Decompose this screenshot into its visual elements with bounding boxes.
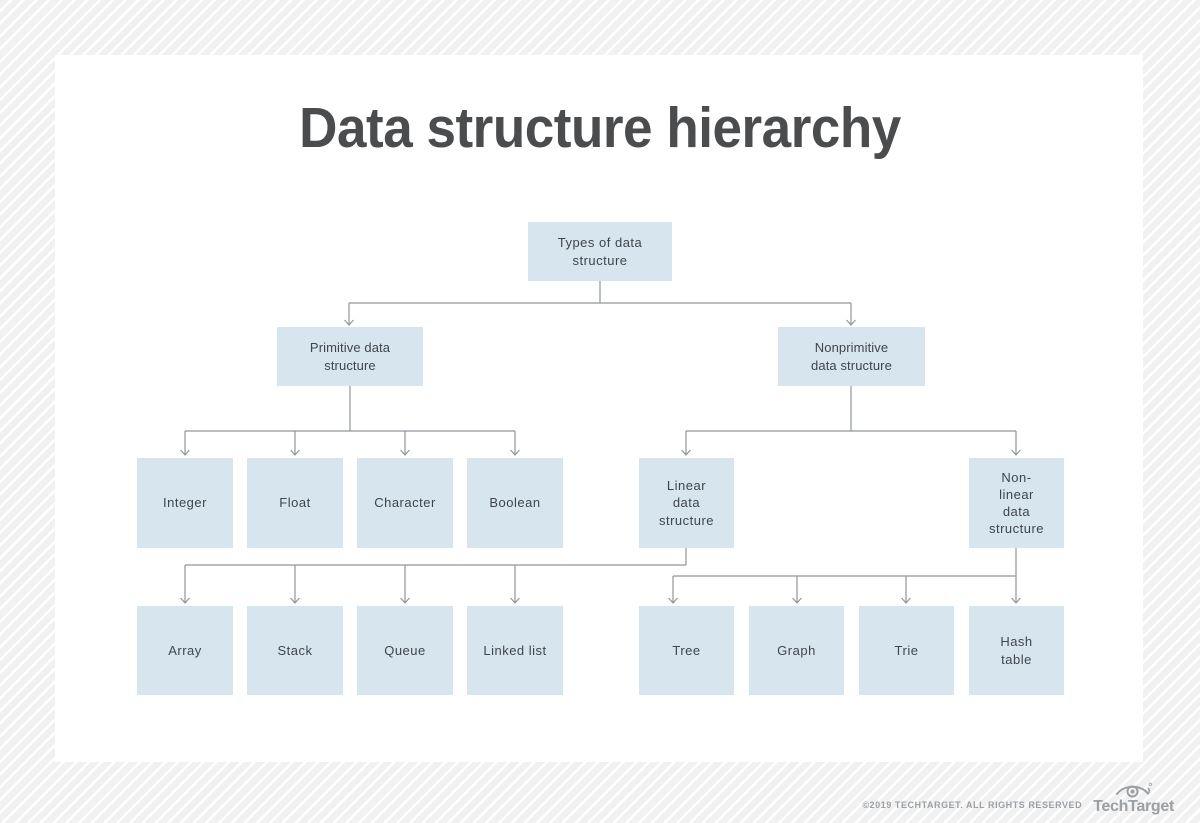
node-graph: Graph	[749, 606, 844, 695]
node-queue: Queue	[357, 606, 453, 695]
node-character: Character	[357, 458, 453, 548]
node-tree: Tree	[639, 606, 734, 695]
techtarget-wordmark: TechTarget	[1093, 798, 1174, 815]
techtarget-eye-icon	[1116, 782, 1152, 798]
node-boolean: Boolean	[467, 458, 563, 548]
node-hash-table: Hash table	[969, 606, 1064, 695]
node-linked-list: Linked list	[467, 606, 563, 695]
node-stack: Stack	[247, 606, 343, 695]
node-linear-data-structure: Linear data structure	[639, 458, 734, 548]
node-types-of-data-structure: Types of data structure	[528, 222, 672, 281]
node-non-linear-data-structure: Non- linear data structure	[969, 458, 1064, 548]
footer: ©2019 TECHTARGET. ALL RIGHTS RESERVED Te…	[862, 779, 1174, 815]
node-trie: Trie	[859, 606, 954, 695]
node-float: Float	[247, 458, 343, 548]
page-title: Data structure hierarchy	[299, 96, 901, 160]
node-nonprimitive-data-structure: Nonprimitive data structure	[778, 327, 925, 386]
node-primitive-data-structure: Primitive data structure	[277, 327, 423, 386]
node-array: Array	[137, 606, 233, 695]
copyright-text: ©2019 TECHTARGET. ALL RIGHTS RESERVED	[862, 800, 1083, 810]
techtarget-logo: TechTarget	[1093, 781, 1174, 815]
node-integer: Integer	[137, 458, 233, 548]
